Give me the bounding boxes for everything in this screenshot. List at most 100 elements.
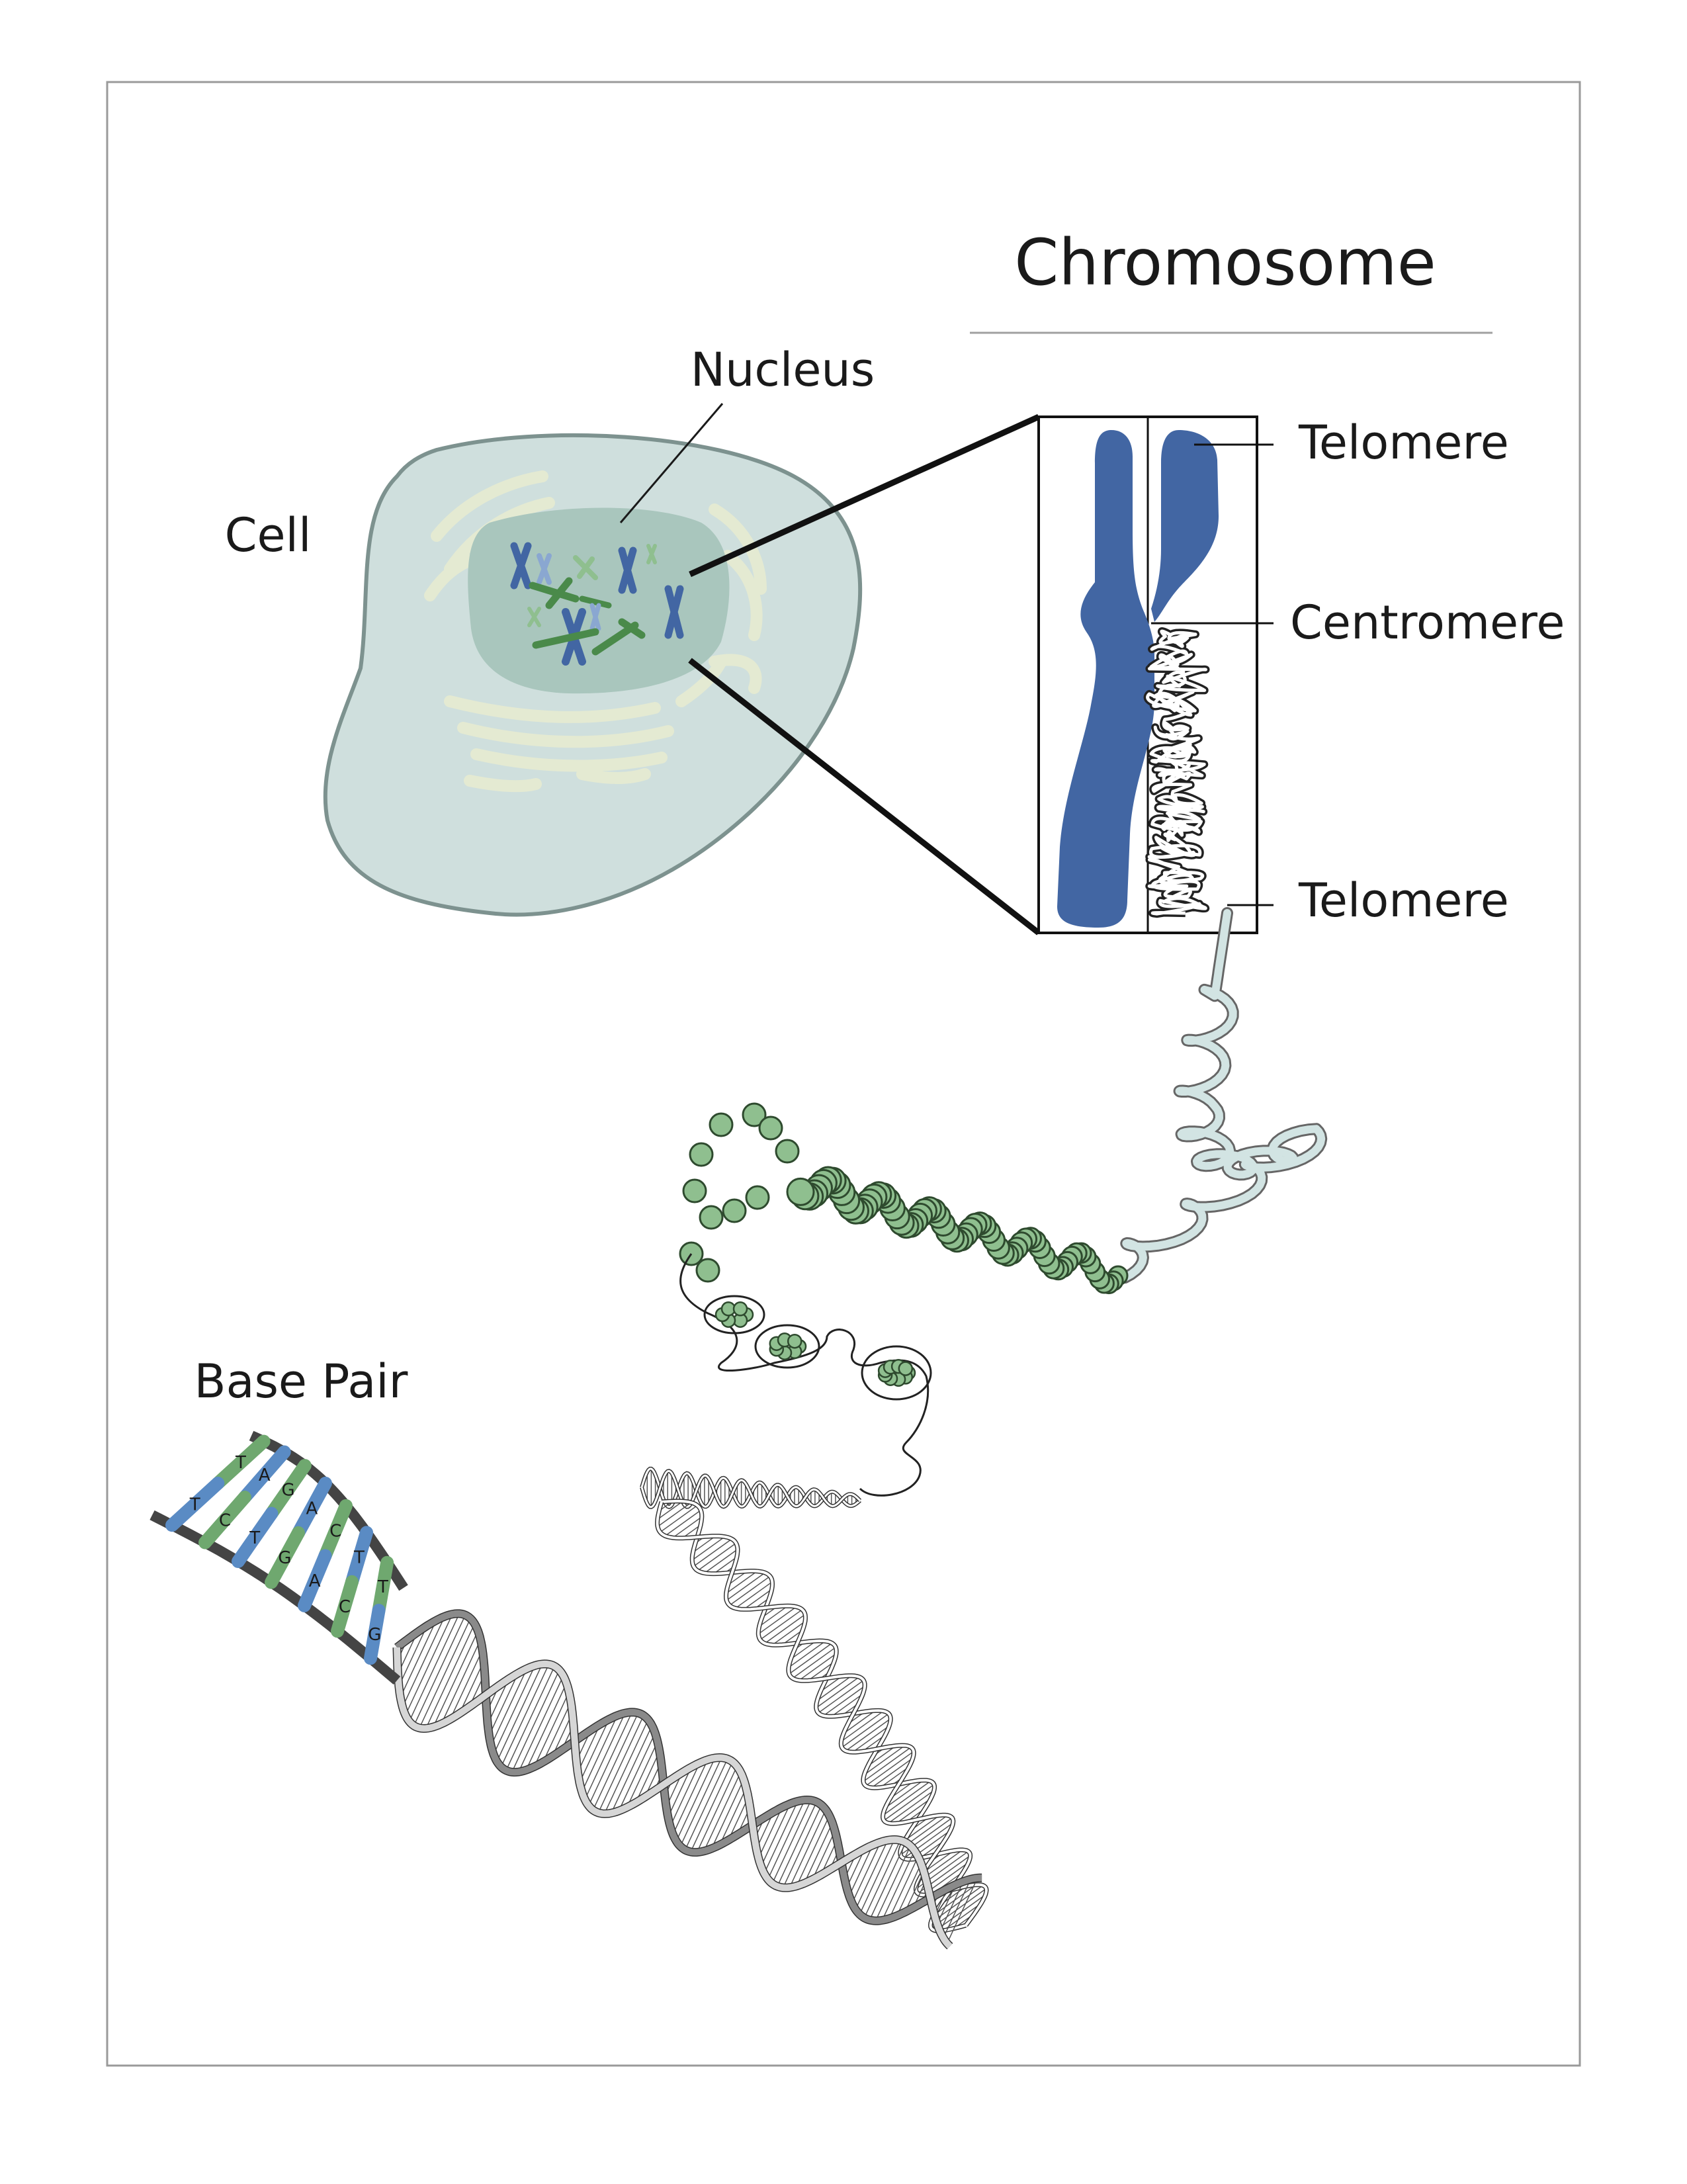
helix-rung: [863, 1840, 901, 1919]
helix-rung: [896, 1798, 931, 1824]
helix-rung: [935, 1894, 986, 1931]
nucleosome: [786, 1177, 815, 1206]
centromere-label: Centromere: [1290, 595, 1565, 650]
diagram-title: Chromosome: [1014, 226, 1436, 300]
helix-rung: [883, 1784, 935, 1821]
helix-rung: [807, 1661, 835, 1681]
helix-rung: [441, 1639, 481, 1724]
helix-rung: [693, 1538, 732, 1567]
nucleosome-loose: [722, 1198, 747, 1223]
helix-rung: [851, 1841, 881, 1903]
base-letter-bottom: C: [339, 1597, 351, 1617]
helix-rung: [525, 1682, 567, 1770]
cluster-bead: [898, 1361, 914, 1376]
base-pair-label: Base Pair: [195, 1354, 408, 1409]
helix-rung: [796, 1815, 830, 1886]
helix-rung: [711, 1779, 744, 1849]
helix-rung: [603, 1719, 649, 1814]
helix-rung: [500, 1664, 550, 1767]
helix-rung: [577, 1724, 601, 1773]
base-top: [211, 1434, 271, 1490]
base-top: [345, 1526, 374, 1589]
nucleosome-cluster-beads: [714, 1301, 916, 1387]
helix-rung: [627, 1741, 658, 1808]
helix-rung: [675, 1757, 716, 1842]
base-top: [318, 1499, 353, 1563]
helix-rung: [888, 1856, 919, 1919]
helix-rung: [883, 1780, 931, 1816]
nucleosome-loose: [775, 1139, 800, 1164]
helix-rung: [704, 1548, 738, 1574]
helix-rung: [664, 1509, 701, 1537]
nucleosome-loose: [695, 1258, 720, 1283]
base-bottom: [198, 1491, 251, 1550]
helix-rung: [657, 1502, 692, 1528]
base-letter-bottom: T: [189, 1495, 200, 1515]
helix-rung: [579, 1719, 610, 1783]
helix-rung: [848, 1845, 873, 1896]
fiber-outline: [1119, 907, 1328, 1284]
helix-rung: [449, 1649, 483, 1720]
helix-rung: [939, 1881, 964, 1932]
helix-rung: [843, 1710, 876, 1734]
helix-rung: [657, 1501, 683, 1520]
helix-rung: [505, 1666, 555, 1771]
nucleosome-fiber: [679, 1102, 1129, 1295]
fiber-body: [1121, 909, 1326, 1282]
base-bottom: [364, 1604, 386, 1665]
nucleosome-loose: [682, 1178, 707, 1203]
nucleus-leader-line: [619, 403, 724, 523]
helix-strand-a: [394, 1610, 982, 1925]
helix-rung: [842, 1713, 889, 1748]
helix-rung: [713, 1556, 738, 1575]
helix-rung: [581, 1715, 618, 1792]
dna-helix-large: [392, 1609, 982, 1950]
helix-rung: [618, 1732, 656, 1812]
nucleosome-loose: [758, 1115, 783, 1141]
helix-rung: [888, 1790, 935, 1824]
helix-rung: [735, 1581, 773, 1609]
helix-rung: [881, 1850, 916, 1921]
cluster-bead: [732, 1301, 748, 1317]
helix-strand-outline: [392, 1647, 953, 1950]
nucleus-chromosomes: [510, 542, 684, 666]
dna-thread: [679, 1253, 930, 1497]
helix-rung: [867, 1745, 896, 1767]
helix-rung: [413, 1614, 466, 1726]
helix-rung: [790, 1640, 817, 1660]
helix-rung: [789, 1809, 826, 1888]
helix-rung: [804, 1822, 833, 1884]
chromatin-loops: [1143, 627, 1210, 918]
helix-rung: [772, 1620, 806, 1645]
base-bottom: [165, 1476, 225, 1532]
helix-rung: [588, 1712, 632, 1806]
helix-rung: [635, 1751, 660, 1803]
helix-rung: [763, 1801, 799, 1874]
nucleosome-loose: [742, 1102, 767, 1127]
helix-rung: [896, 1863, 922, 1916]
helix-rung: [904, 1871, 924, 1913]
helix-rung: [869, 1842, 906, 1921]
chromatin-strand: [1146, 629, 1207, 916]
helix-rung: [823, 1685, 865, 1716]
telomere-top-label: Telomere: [1298, 415, 1509, 470]
base-letter-top: A: [259, 1465, 271, 1485]
helix-rung: [930, 1884, 984, 1924]
helix-rung: [400, 1620, 437, 1698]
base-letter-top: T: [353, 1548, 365, 1568]
helix-rung: [863, 1745, 906, 1776]
helix-rung: [672, 1759, 709, 1835]
helix-rung: [764, 1614, 806, 1644]
helix-rung: [402, 1616, 445, 1708]
helix-rung: [693, 1536, 716, 1553]
helix-rung: [660, 1505, 698, 1533]
helix-rung: [398, 1625, 428, 1687]
helix-rung: [743, 1589, 773, 1610]
helix-rung: [777, 1802, 818, 1887]
helix-rung: [922, 1850, 955, 1874]
base-letter-bottom: G: [278, 1548, 291, 1568]
helix-rung: [668, 1767, 692, 1817]
helix-rung: [726, 1572, 765, 1601]
helix-rung: [792, 1647, 836, 1679]
helix-rung: [831, 1693, 863, 1717]
